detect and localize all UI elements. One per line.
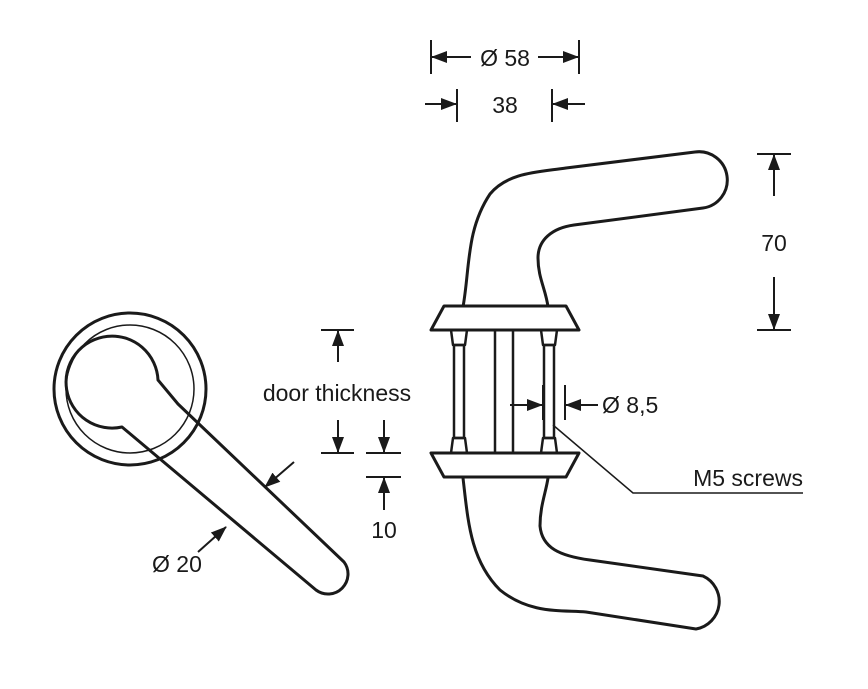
side-view (429, 150, 729, 631)
spindle (493, 328, 515, 455)
screw-diameter-label: Ø 8,5 (602, 392, 658, 418)
handle-diameter-dimension (197, 461, 295, 553)
upper-rosette (429, 304, 581, 332)
spindle-width-label: 38 (492, 92, 518, 118)
screw-head-right-top (539, 328, 559, 347)
screw-head-right-bottom (539, 436, 559, 455)
lever-outline (64, 334, 350, 596)
screw-head-left-top (449, 328, 469, 347)
door-thickness-dimension (321, 329, 354, 454)
height-label: 70 (761, 230, 787, 256)
outer-diameter-dimension (430, 40, 580, 74)
screw-shaft-left (452, 343, 466, 440)
lower-rosette (429, 451, 581, 479)
front-view (52, 311, 350, 596)
screws-label: M5 screws (693, 465, 803, 491)
rose-thickness-label: 10 (371, 517, 397, 543)
door-thickness-label: door thickness (263, 380, 411, 406)
spindle-width-dimension (425, 89, 585, 122)
dimension-arrow (197, 526, 227, 553)
screw-shaft-right (542, 343, 556, 440)
screw-diameter-dimension (510, 385, 598, 420)
handle-diameter-label: Ø 20 (152, 551, 202, 577)
dimension-arrow (264, 461, 295, 488)
rose-thickness-dimension (366, 420, 401, 510)
leader-line (552, 424, 803, 494)
lower-handle (461, 477, 721, 631)
outer-diameter-label: Ø 58 (480, 45, 530, 71)
height-dimension (757, 153, 791, 331)
upper-handle (461, 150, 729, 308)
screw-head-left-bottom (449, 436, 469, 455)
rose-outer-ring (52, 311, 208, 467)
screws-leader (552, 424, 803, 494)
